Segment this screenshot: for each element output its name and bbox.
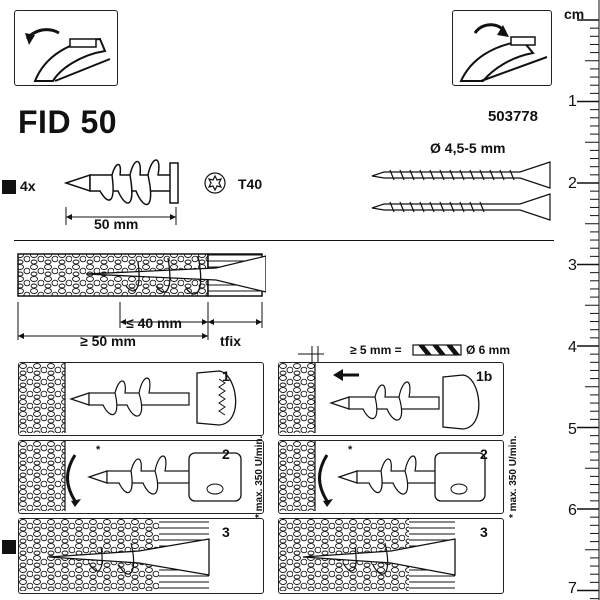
speed-note-left: * max. 350 U/min. [254, 435, 265, 518]
bit-label: T40 [238, 176, 263, 192]
ruler-mark-5: 5 [568, 421, 577, 438]
step-panel-right-2 [278, 440, 504, 514]
cm-ruler [562, 0, 600, 600]
quantity-marker [2, 180, 16, 194]
ruler-unit: cm [564, 6, 585, 22]
ruler-mark-6: 6 [568, 502, 577, 519]
drill-spec-suffix: Ø 6 mm [466, 343, 511, 357]
step-label-right-3: 3 [480, 524, 488, 540]
step-panel-right-1b [278, 362, 504, 436]
article-number: 503778 [487, 108, 538, 125]
step-label-left-3: 3 [222, 524, 230, 540]
length-min-label: ≥ 50 mm [80, 333, 136, 349]
ruler-mark-2: 2 [568, 175, 577, 192]
installed-section-drawing [16, 252, 266, 344]
ruler-mark-7: 7 [568, 580, 577, 597]
step3-marker [2, 540, 16, 554]
screws-drawing [370, 158, 556, 228]
screw-diameter-label: Ø 4,5-5 mm [430, 140, 506, 156]
drill-bit-icon [412, 343, 462, 357]
wall-thickness-dimension [296, 344, 326, 364]
section-divider [14, 240, 554, 241]
insert-pictogram-left [14, 10, 118, 86]
tfix-label: tfix [220, 333, 241, 349]
step-label-left-1: 1 [222, 368, 230, 384]
step-panel-left-2 [18, 440, 264, 514]
quantity-label: 4x [20, 178, 36, 194]
torx-icon [204, 172, 226, 194]
drill-spec-prefix: ≥ 5 mm = [350, 343, 402, 357]
depth-min-label: ≤ 40 mm [126, 315, 182, 331]
step-label-right-1b: 1b [476, 368, 493, 384]
dowel-length-label: 50 mm [94, 216, 139, 232]
star-mark-left: * [96, 444, 101, 456]
step-label-right-2: 2 [480, 446, 488, 462]
ruler-mark-4: 4 [568, 339, 577, 356]
step-panel-right-3 [278, 518, 504, 594]
star-mark-right: * [348, 444, 353, 456]
dowel-drawing [60, 155, 190, 235]
product-title: FID 50 [18, 104, 118, 140]
step-label-left-2: 2 [222, 446, 230, 462]
ruler-mark-3: 3 [568, 257, 577, 274]
step-panel-left-3 [18, 518, 264, 594]
step-panel-left-1 [18, 362, 264, 436]
ruler-mark-1: 1 [568, 93, 577, 110]
speed-note-right: * max. 350 U/min. [508, 435, 519, 518]
insert-pictogram-right [452, 10, 552, 86]
